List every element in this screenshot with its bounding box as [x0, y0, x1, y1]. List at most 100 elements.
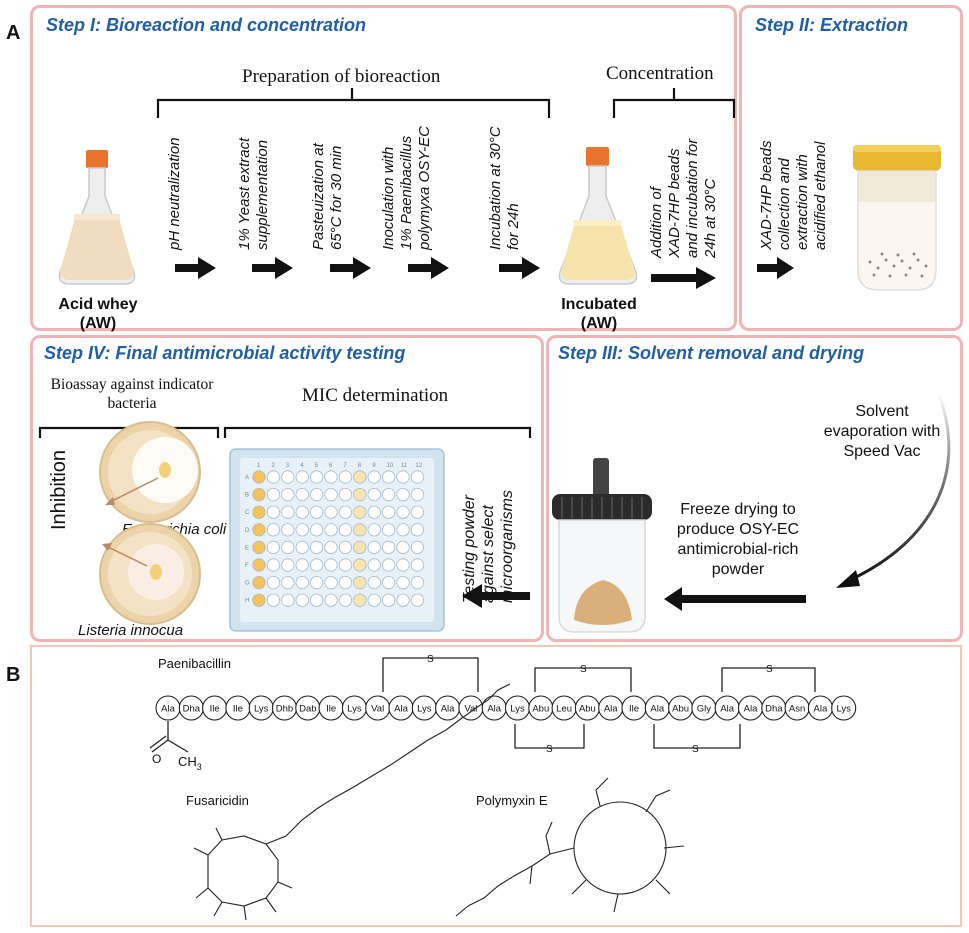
plate-col-label: 6 — [329, 463, 333, 469]
plate-well — [324, 505, 338, 519]
step2-title: Step II: Extraction — [755, 15, 909, 35]
plate-well — [338, 558, 352, 572]
plate-well — [309, 487, 324, 502]
residue-label: Lys — [347, 704, 362, 715]
residue-label: Abu — [579, 704, 596, 715]
residue-label: Val — [371, 704, 384, 715]
speedvac-jar — [552, 458, 652, 633]
polymyxin-structure — [455, 777, 685, 917]
plate-well — [309, 470, 324, 484]
residue-label: Ala — [604, 704, 618, 715]
plate-well — [338, 470, 352, 484]
plate-well — [410, 487, 424, 502]
plate-col-label: 5 — [315, 463, 319, 469]
plate-well — [295, 523, 309, 537]
flask1-label: Acid whey(AW) — [58, 296, 138, 332]
plate-well — [266, 470, 280, 484]
step1-arrows — [175, 257, 794, 289]
plate-col-label: 9 — [372, 463, 376, 469]
plate-wells — [252, 470, 424, 607]
plate-well — [252, 593, 266, 607]
step1-graphics — [58, 88, 941, 291]
flask-incubated — [558, 147, 638, 285]
residue-circle — [831, 695, 857, 721]
plate-row-label: E — [245, 545, 249, 551]
panel-label-b: B — [6, 664, 21, 686]
plate-row-label: H — [245, 598, 249, 604]
plate-well — [367, 505, 381, 519]
plate-well — [324, 593, 338, 607]
plate-well — [353, 540, 367, 555]
plate-well — [410, 593, 424, 607]
plate-well — [252, 487, 266, 502]
panel-step1 — [30, 5, 737, 331]
plate-well — [266, 523, 280, 537]
plate-well — [266, 487, 280, 502]
plate-well — [381, 540, 396, 555]
panel-step4 — [30, 335, 544, 642]
plate-well — [353, 470, 367, 484]
residue-label: Ala — [394, 704, 408, 715]
svg-text:S: S — [766, 664, 773, 675]
plate-well — [324, 540, 338, 555]
plate-well — [324, 470, 338, 484]
residue-label: Dha — [183, 704, 201, 715]
panel-step3 — [546, 335, 963, 642]
thioether-bridges — [382, 657, 816, 749]
plate-well — [410, 575, 424, 590]
plate-col-label: 1 — [257, 463, 261, 469]
plate-well — [410, 470, 424, 484]
paenibacillin-label: Paenibacillin — [158, 656, 231, 671]
flask2-label: Incubated(AW) — [561, 296, 637, 332]
residue-label: Val — [464, 704, 477, 715]
evaporation-curve-arrow — [849, 391, 951, 582]
petri-listeria — [99, 523, 201, 625]
plate-well — [309, 575, 324, 590]
plate-well — [381, 505, 396, 519]
plate-well — [281, 593, 295, 607]
plate-well — [396, 575, 410, 590]
plate-well — [266, 558, 280, 572]
residue-label: Ala — [441, 704, 455, 715]
residue-label: Ile — [629, 704, 639, 715]
residue-label: Ala — [650, 704, 664, 715]
concentration-header: Concentration — [606, 63, 714, 84]
plate-well — [396, 540, 410, 555]
plate-well — [295, 575, 309, 590]
plate-well — [266, 505, 280, 519]
residue-label: Lys — [254, 704, 269, 715]
plate-well — [252, 523, 266, 537]
plate-col-label: 4 — [300, 463, 304, 469]
plate-well — [324, 575, 338, 590]
plate-well — [381, 575, 396, 590]
plate-well — [295, 593, 309, 607]
svg-text:S: S — [580, 664, 587, 675]
plate-well — [295, 470, 309, 484]
plate-row-label: B — [245, 493, 249, 499]
plate-well — [338, 593, 352, 607]
plate-well — [281, 470, 295, 484]
step1-title: Step I: Bioreaction and concentration — [46, 15, 367, 35]
residue-label: Ala — [720, 704, 734, 715]
panel-step2 — [739, 5, 963, 331]
plate-well — [281, 575, 295, 590]
prep-bracket — [156, 88, 551, 118]
plate-well — [353, 575, 367, 590]
plate-col-label: 7 — [343, 463, 347, 469]
conc-bracket — [612, 88, 736, 118]
plate-well — [309, 558, 324, 572]
svg-text:S: S — [546, 744, 553, 755]
plate-well — [295, 505, 309, 519]
plate-well — [410, 558, 424, 572]
plate-row-label: G — [245, 581, 250, 587]
fusaricidin-label: Fusaricidin — [186, 793, 249, 808]
plate-col-label: 10 — [387, 463, 394, 469]
plate-col-label: 8 — [358, 463, 362, 469]
plate-well — [410, 523, 424, 537]
plate-well — [410, 540, 424, 555]
